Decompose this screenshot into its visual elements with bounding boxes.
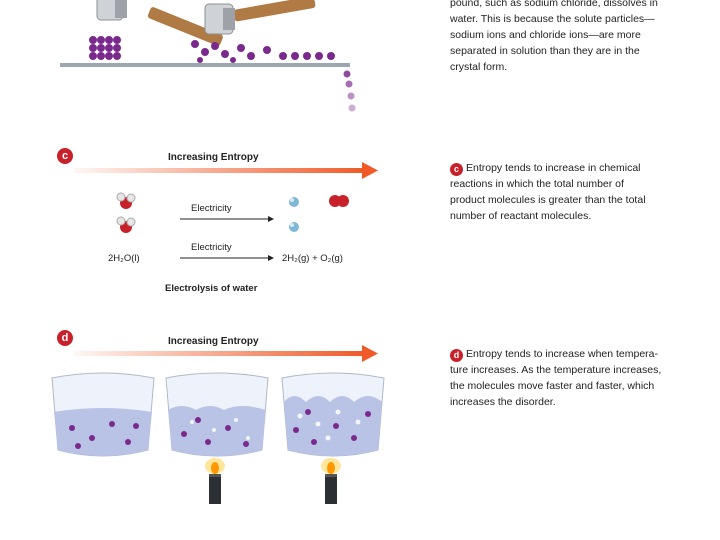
- caption-line: product molecules is greater than the to…: [450, 194, 646, 206]
- caption-line: reactions in which the total number of: [450, 178, 624, 190]
- panel-b-caption: pound, such as sodium chloride, dissolve…: [450, 0, 675, 75]
- increasing-entropy-arrow: [74, 345, 378, 362]
- increasing-entropy-label: Increasing Entropy: [168, 336, 259, 347]
- caption-line: pound, such as sodium chloride, dissolve…: [450, 0, 658, 9]
- caption-line: water. This is because the solute partic…: [450, 13, 655, 25]
- beaker-hot: [281, 372, 385, 457]
- caption-line: crystal form.: [450, 61, 508, 73]
- electricity-label-bottom: Electricity: [191, 242, 232, 253]
- increasing-entropy-label: Increasing Entropy: [168, 152, 259, 163]
- caption-line: Entropy tends to increase in chemical: [466, 162, 641, 174]
- bunsen-burner-flame-icon: [205, 458, 225, 504]
- hammer-icon: [204, 0, 316, 35]
- beaker-cold: [51, 372, 155, 457]
- panel-b-illustration: [60, 0, 356, 112]
- oxygen-molecule-icon: [329, 195, 349, 207]
- panel-c-badge: c: [57, 148, 73, 164]
- caption-badge: d: [450, 349, 463, 362]
- electricity-label-top: Electricity: [191, 203, 232, 214]
- water-molecule-icon: [116, 192, 136, 209]
- falling-particles: [343, 70, 356, 112]
- reactant-formula: 2H₂O(l): [108, 253, 140, 264]
- caption-line: sodium ions and chloride ions—are more: [450, 29, 641, 41]
- electrolysis-title: Electrolysis of water: [165, 283, 258, 294]
- caption-badge: c: [450, 163, 463, 176]
- bunsen-burner-flame-icon: [321, 458, 341, 504]
- caption-line: ture increases. As the temperature incre…: [450, 364, 662, 376]
- hydrogen-molecule-icon: [289, 197, 299, 207]
- water-molecule-icon: [116, 216, 136, 233]
- caption-line: separated in solution than they are in t…: [450, 45, 640, 57]
- product-formula: 2H₂(g) + O₂(g): [282, 253, 343, 264]
- increasing-entropy-arrow: [74, 162, 378, 179]
- panel-d-badge: d: [57, 330, 73, 346]
- beaker-warm: [165, 372, 269, 457]
- shelf: [60, 63, 350, 67]
- caption-line: increases the disorder.: [450, 396, 556, 408]
- reaction-arrow-icon: [180, 255, 274, 261]
- scattered-particles: [191, 40, 335, 63]
- caption-line: Entropy tends to increase when tempera-: [466, 348, 659, 360]
- hammer-icon: [96, 0, 223, 46]
- crystal-lattice: [89, 36, 121, 60]
- hydrogen-molecule-icon: [289, 222, 299, 232]
- reaction-arrow-icon: [180, 216, 274, 222]
- caption-line: number of reactant molecules.: [450, 210, 592, 222]
- caption-line: the molecules move faster and faster, wh…: [450, 380, 655, 392]
